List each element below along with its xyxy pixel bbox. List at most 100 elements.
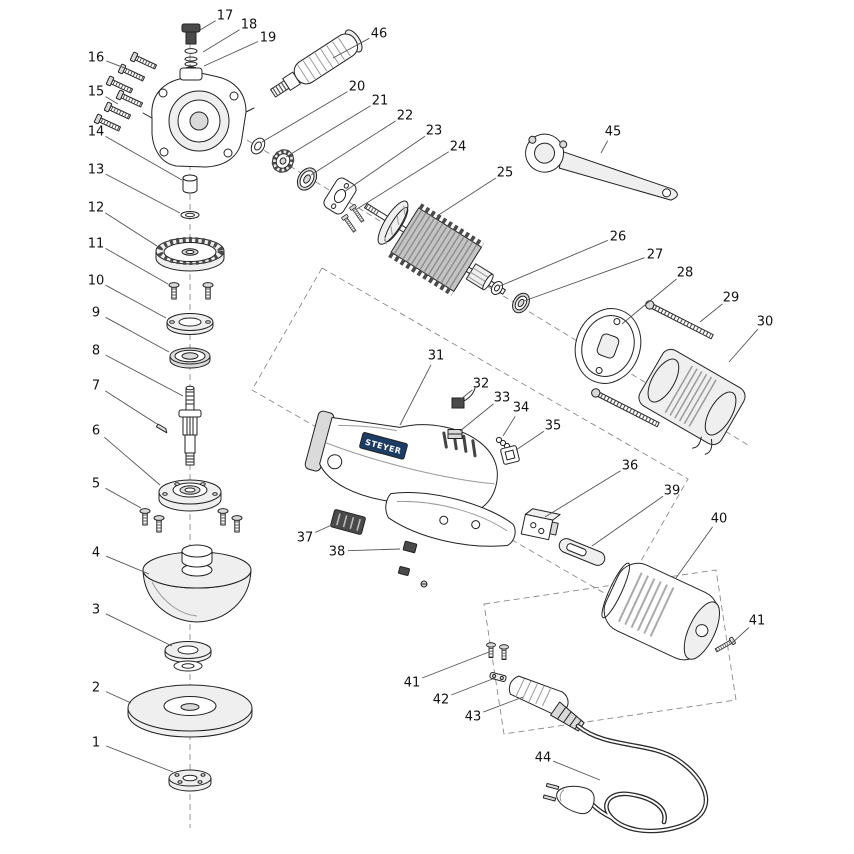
leader-line-27-17 bbox=[523, 257, 645, 302]
screws-41-left bbox=[484, 640, 511, 662]
leader-line-6-31 bbox=[104, 436, 161, 486]
leader-line-45-12 bbox=[600, 140, 609, 154]
callout-39-34: 39 bbox=[664, 484, 681, 499]
leader-line-35-30 bbox=[515, 430, 545, 451]
washer-20 bbox=[250, 137, 266, 155]
bearing-cover-28 bbox=[574, 308, 642, 384]
leader-line-18-1 bbox=[202, 29, 240, 53]
washer-18 bbox=[184, 48, 198, 54]
leader-line-36-32 bbox=[544, 470, 621, 518]
leader-line-41-40 bbox=[730, 627, 750, 645]
leader-line-41-42 bbox=[422, 651, 490, 679]
callout-23-9: 23 bbox=[426, 124, 443, 139]
leader-line-34-29 bbox=[502, 416, 516, 437]
inner-flange-3 bbox=[164, 641, 212, 672]
bearing-27 bbox=[512, 292, 530, 314]
callout-20-6: 20 bbox=[349, 80, 366, 95]
construction-box-rear bbox=[483, 569, 737, 735]
callout-33-28: 33 bbox=[494, 391, 511, 406]
leader-line-30-22 bbox=[728, 329, 759, 363]
housing-lower-shell bbox=[385, 492, 516, 547]
callout-38-37: 38 bbox=[329, 545, 346, 560]
callout-4-38: 4 bbox=[92, 546, 100, 561]
callout-19-2: 19 bbox=[260, 31, 277, 46]
switch-lever-39 bbox=[558, 538, 606, 566]
leader-line-22-8 bbox=[310, 120, 396, 176]
leader-line-26-16 bbox=[499, 239, 609, 287]
brush-holder-33 bbox=[447, 429, 463, 439]
strain-relief bbox=[549, 701, 585, 732]
callout-8-24: 8 bbox=[92, 344, 100, 359]
leader-line-43-44 bbox=[483, 696, 524, 713]
leader-line-12-15 bbox=[105, 212, 158, 247]
leader-line-23-9 bbox=[343, 135, 426, 193]
key-pin-7 bbox=[155, 423, 168, 434]
leader-line-39-34 bbox=[591, 495, 664, 547]
leader-line-3-39 bbox=[105, 613, 173, 647]
leader-line-32-26 bbox=[460, 389, 473, 400]
screws-5 bbox=[138, 506, 244, 534]
grinding-disc-2 bbox=[127, 684, 253, 738]
callout-45-12: 45 bbox=[605, 125, 622, 140]
leader-line-16-4 bbox=[106, 60, 131, 71]
side-handle-46 bbox=[270, 29, 363, 98]
leader-line-13-13 bbox=[105, 173, 181, 214]
bearing-plate-23 bbox=[323, 177, 357, 215]
callout-15-5: 15 bbox=[88, 85, 105, 100]
switch-parts-38 bbox=[397, 540, 428, 588]
screws-16 bbox=[104, 49, 160, 98]
callout-18-1: 18 bbox=[241, 18, 258, 33]
leader-line-5-33 bbox=[105, 487, 142, 509]
leader-line-14-11 bbox=[105, 136, 183, 181]
callout-26-16: 26 bbox=[610, 230, 627, 245]
callout-27-17: 27 bbox=[647, 248, 664, 263]
switch-36 bbox=[520, 508, 561, 541]
callout-32-26: 32 bbox=[473, 377, 490, 392]
callout-41-40: 41 bbox=[749, 614, 766, 629]
callout-35-30: 35 bbox=[545, 419, 562, 434]
spacer-14 bbox=[182, 174, 198, 194]
callout-30-22: 30 bbox=[757, 315, 774, 330]
callout-6-31: 6 bbox=[92, 424, 100, 439]
stator-30 bbox=[638, 348, 746, 455]
screw-41-right bbox=[712, 635, 738, 656]
callout-31-25: 31 bbox=[428, 349, 445, 364]
brush-cap-35 bbox=[500, 445, 520, 465]
callout-2-41: 2 bbox=[92, 681, 100, 696]
armature-25 bbox=[364, 200, 506, 296]
screws-11 bbox=[167, 280, 215, 301]
leader-line-17-0 bbox=[199, 20, 216, 31]
callout-28-19: 28 bbox=[677, 266, 694, 281]
leader-line-1-46 bbox=[106, 745, 174, 773]
motor-housing-31: STEYER bbox=[304, 410, 498, 515]
callout-5-33: 5 bbox=[92, 477, 100, 492]
leader-line-9-23 bbox=[105, 316, 170, 353]
callout-40-35: 40 bbox=[711, 512, 728, 527]
gear-head-housing bbox=[142, 67, 255, 168]
leader-line-37-36 bbox=[314, 523, 335, 533]
leader-line-19-2 bbox=[203, 41, 259, 67]
brush-spring-34 bbox=[495, 436, 511, 450]
construction-lines bbox=[189, 24, 749, 828]
leader-line-31-25 bbox=[399, 364, 432, 426]
power-plug bbox=[542, 782, 595, 815]
ball-bearing-9 bbox=[169, 347, 211, 369]
leader-line-4-38 bbox=[106, 555, 150, 575]
leader-line-21-7 bbox=[285, 105, 371, 158]
leader-line-24-10 bbox=[356, 151, 449, 210]
callout-24-10: 24 bbox=[450, 140, 467, 155]
callout-17-0: 17 bbox=[217, 9, 234, 24]
leader-line-11-18 bbox=[105, 248, 169, 285]
callout-3-39: 3 bbox=[92, 603, 100, 618]
leader-line-29-21 bbox=[699, 303, 723, 323]
callout-9-23: 9 bbox=[92, 306, 100, 321]
washer-26 bbox=[490, 280, 504, 296]
retainer-plate-10 bbox=[166, 313, 214, 335]
washer-13 bbox=[180, 211, 200, 219]
bearing-22 bbox=[296, 167, 318, 191]
leader-line-38-37 bbox=[347, 548, 401, 552]
callout-22-8: 22 bbox=[397, 109, 414, 124]
